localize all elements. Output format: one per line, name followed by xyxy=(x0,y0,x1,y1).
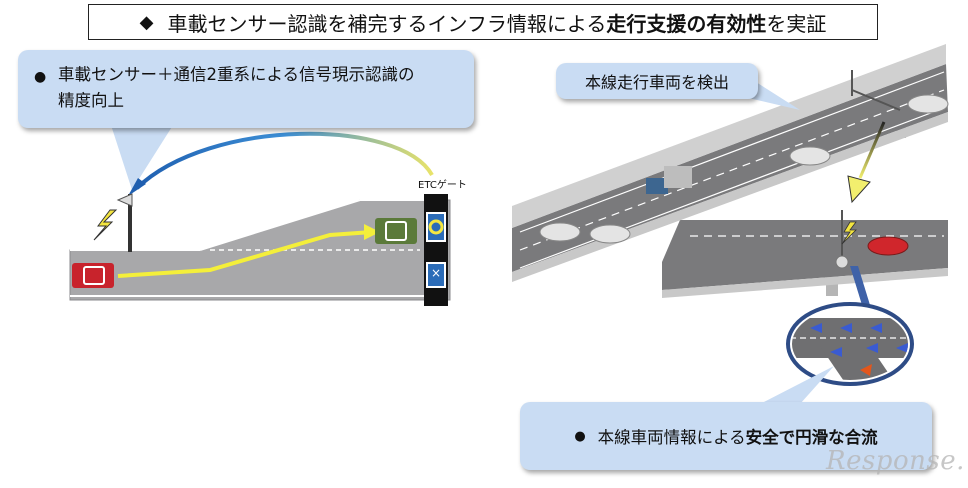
merge-inset xyxy=(786,302,914,386)
bullet-icon: ● xyxy=(574,428,586,444)
title-box: ◆ 車載センサー認識を補完するインフラ情報による走行支援の有効性を実証 xyxy=(88,4,878,40)
callout-top-right: 本線走行車両を検出 xyxy=(556,63,758,99)
callout-bottom-right-bold: 安全で円滑な合流 xyxy=(745,428,878,447)
etc-gate xyxy=(424,194,448,306)
arc-arrowhead xyxy=(128,178,146,196)
vehicle-path xyxy=(117,230,373,278)
callout-left-line2: 精度向上 xyxy=(58,91,124,110)
title-text-bold: 走行支援の有効性 xyxy=(606,11,767,36)
title-text-part2: を実証 xyxy=(766,11,827,36)
red-car-icon xyxy=(72,263,114,288)
communication-arc xyxy=(135,131,434,190)
callout-bottom-right-prefix: 本線車両情報による xyxy=(597,428,746,447)
callout-bottom-right-pointer xyxy=(760,366,834,404)
watermark: Response. xyxy=(826,446,965,476)
vehicle-path-arrowhead xyxy=(364,224,380,240)
callout-left-pointer xyxy=(110,122,175,190)
callout-left-line1: 車載センサー＋通信2重系による信号現示認識の xyxy=(58,65,415,84)
bullet-icon: ● xyxy=(34,69,47,85)
signal-pole xyxy=(116,193,133,252)
detection-arrow-line xyxy=(858,121,886,179)
callout-left: ● 車載センサー＋通信2重系による信号現示認識の 精度向上 xyxy=(18,50,474,128)
callout-top-right-text: 本線走行車両を検出 xyxy=(584,73,729,92)
callout-bottom-right: ● 本線車両情報による安全で円滑な合流 xyxy=(520,402,932,470)
signal-lightning-icon xyxy=(93,209,118,241)
etc-gate-label: ETCゲート xyxy=(418,180,467,191)
left-road xyxy=(69,199,451,301)
detection-arrowhead xyxy=(847,175,871,204)
green-car-icon xyxy=(375,218,417,244)
title-marker: ◆ xyxy=(139,11,154,33)
title-text-part1: 車載センサー認識を補完するインフラ情報による xyxy=(167,11,607,36)
detection-pole xyxy=(851,70,901,111)
etc-lane-mark: × xyxy=(430,266,442,280)
merge-pole xyxy=(835,210,857,269)
highway-cars xyxy=(539,94,949,256)
